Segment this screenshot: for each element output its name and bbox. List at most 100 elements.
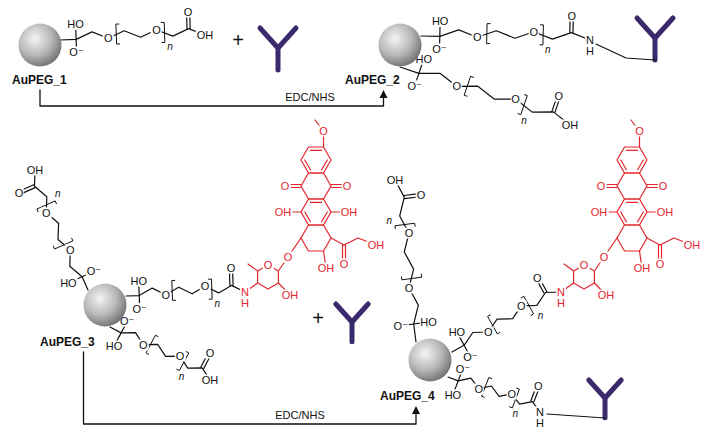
bond-line <box>572 20 573 33</box>
atom-label: O <box>41 207 52 218</box>
gold-sphere <box>378 23 422 67</box>
reaction-arrow <box>40 90 388 106</box>
atom-label: OH <box>367 240 386 251</box>
bond-line <box>35 170 89 290</box>
atom-label: O <box>263 260 274 271</box>
atom-label: H <box>585 46 595 57</box>
atom-label: HO <box>129 275 148 286</box>
particle-name: AuPEG_1 <box>12 74 67 88</box>
reaction-arrow <box>84 352 421 424</box>
antibody-symbol <box>276 48 281 70</box>
bond-line <box>301 199 331 225</box>
atom-label: O <box>339 259 350 270</box>
bond-line <box>60 29 205 40</box>
bond-line <box>458 374 461 381</box>
atom-label: OH <box>561 120 580 131</box>
atom-label: O <box>579 260 590 271</box>
particle-name: AuPEG_2 <box>345 74 400 88</box>
bond-line <box>305 212 311 222</box>
bond-line <box>310 202 321 203</box>
plus-sign: + <box>232 30 244 50</box>
repeat-bracket <box>161 22 165 42</box>
atom-label: O <box>342 181 353 192</box>
atom-label: OH <box>201 375 220 386</box>
atom-label: O <box>404 283 415 294</box>
atom-label: O <box>483 327 494 338</box>
bond-line <box>638 212 644 222</box>
atom-label: H <box>556 298 566 309</box>
repeat-bracket <box>487 24 491 44</box>
bond-line <box>331 238 344 245</box>
atom-label: O <box>205 347 216 358</box>
atom-label: HO <box>448 327 467 338</box>
atom-label: OH <box>26 165 45 176</box>
bond-line <box>460 337 464 345</box>
atom-label: O <box>175 351 186 362</box>
atom-label: O <box>226 263 237 274</box>
repeat-index: n <box>54 189 62 199</box>
bond-line <box>626 202 637 203</box>
bond-line <box>322 212 328 222</box>
atom-label: O <box>280 181 291 192</box>
repeat-index: n <box>166 42 174 52</box>
gold-nanoparticle: AuPEG_3 <box>40 283 127 350</box>
repeat-index: n <box>520 116 528 126</box>
bond-line <box>186 16 188 29</box>
sphere-fill <box>19 24 62 67</box>
bond-line <box>305 160 311 170</box>
repeat-index: n <box>537 311 545 321</box>
atom-label: N <box>585 35 595 46</box>
atom-label: O⁻ <box>455 363 471 374</box>
bond-line <box>301 225 331 251</box>
antibody-symbol <box>653 38 658 60</box>
bond-line <box>569 20 570 33</box>
atom-label: O <box>416 189 427 200</box>
gold-sphere <box>408 338 452 382</box>
bond-line <box>400 67 570 125</box>
bond-line <box>232 272 234 285</box>
bond-line <box>301 173 331 199</box>
gold-sphere <box>18 23 62 67</box>
gold-sphere <box>83 283 127 327</box>
atom-label: O <box>473 383 484 394</box>
arrow-line <box>84 352 417 424</box>
atom-label: OH <box>274 207 293 218</box>
atom-label: N <box>535 407 545 418</box>
repeat-index: n <box>511 409 519 419</box>
atom-label: O <box>599 252 610 263</box>
atom-label: O <box>65 245 76 256</box>
repeat-bracket <box>464 76 473 96</box>
particle-name: AuPEG_3 <box>40 336 95 350</box>
bond-line <box>421 30 590 40</box>
atom-label: O <box>160 289 171 300</box>
bond-line <box>310 150 321 151</box>
repeat-bracket <box>540 25 544 45</box>
bond-line <box>204 357 210 369</box>
atom-label: HO <box>105 341 124 352</box>
atom-label: H <box>240 298 250 309</box>
bond-line <box>75 30 76 39</box>
bond-line <box>617 225 647 251</box>
gold-nanoparticle: AuPEG_2 <box>345 23 422 88</box>
atom-label: OH <box>683 240 702 251</box>
bond-line <box>638 160 644 170</box>
atom-label: HO <box>431 16 450 27</box>
bond-line <box>596 44 655 60</box>
bond-line <box>75 39 77 46</box>
bond-line <box>455 381 458 389</box>
bond-line <box>617 199 647 225</box>
atom-label: O⁻ <box>393 320 409 331</box>
atom-label: O <box>507 388 518 399</box>
atom-label: O⁻ <box>407 80 423 91</box>
atom-label: OH <box>281 290 300 301</box>
atom-label: OH <box>340 207 359 218</box>
atom-label: HO <box>444 389 463 400</box>
repeat-bracket <box>172 280 176 300</box>
bond-line <box>439 27 440 36</box>
repeat-index: n <box>386 216 394 226</box>
atom-label: H <box>535 418 545 429</box>
antibody-symbol <box>603 398 608 418</box>
bond-line <box>248 264 258 271</box>
bond-line <box>594 238 617 271</box>
